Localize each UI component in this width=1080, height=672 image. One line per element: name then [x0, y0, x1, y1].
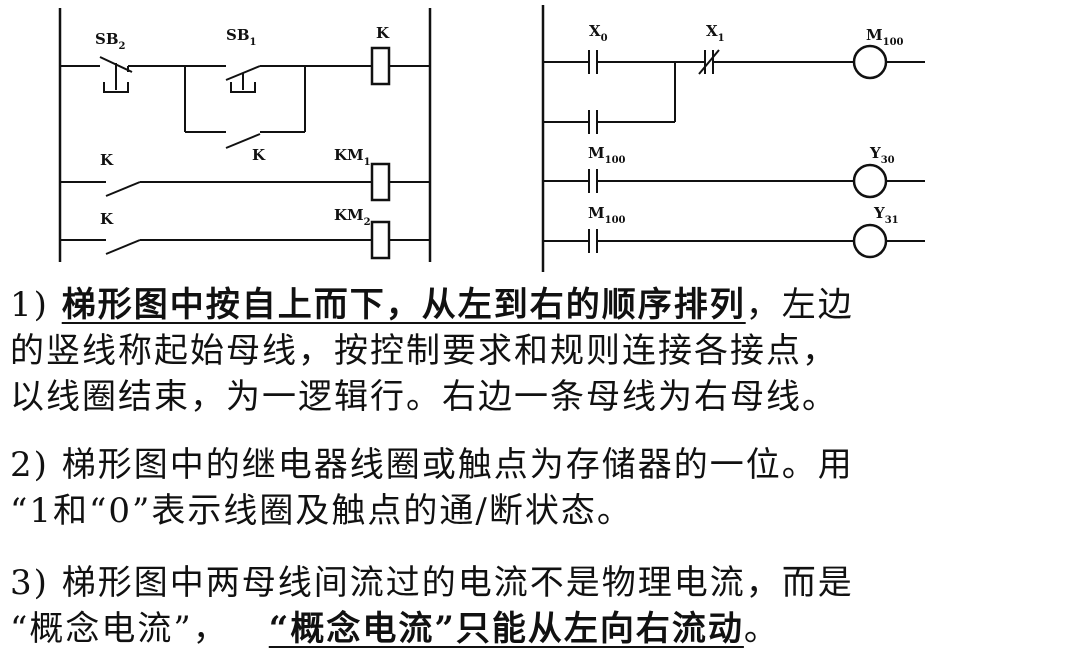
km1-coil [370, 162, 391, 202]
sb2-label: SB2 [95, 30, 126, 52]
x0-label: X0 [589, 22, 608, 44]
m100-label-3: M100 [588, 204, 626, 226]
m100-contact-2 [588, 169, 598, 193]
m100-contact-3 [588, 229, 598, 253]
plc-rung-3: M100 Y31 [543, 204, 925, 259]
rung-1: SB2 SB1 K K [60, 24, 430, 164]
note-3-line-2: “概念电流”，“概念电流”只能从左向右流动。 [10, 609, 780, 649]
plc-ladder-diagram: X0 X1 M100 M100 Y30 [541, 5, 925, 272]
sb1-start-button [225, 65, 261, 93]
note-1-line-1: 1) 梯形图中按自上而下，从左到右的顺序排列，左边 [10, 285, 854, 325]
k-contact-label-2: K [100, 151, 114, 169]
km1-label: KM1 [334, 146, 371, 168]
note-3-line-1: 3) 梯形图中两母线间流过的电流不是物理电流，而是 [10, 563, 854, 603]
y30-label: Y30 [869, 144, 895, 166]
m100-label-2: M100 [588, 144, 626, 166]
km2-label: KM2 [334, 206, 371, 228]
explanation-notes: 1) 梯形图中按自上而下，从左到右的顺序排列，左边 的竖线称起始母线，按控制要求… [0, 278, 1080, 672]
note-1-underlined: 梯形图中按自上而下，从左到右的顺序排列 [61, 285, 746, 325]
rung-2: K KM1 [60, 146, 430, 202]
ladder-diagrams: SB2 SB1 K K K KM1 K KM2 [58, 5, 925, 272]
k-contact-label-3: K [100, 210, 114, 228]
plc-rung-1: X0 X1 M100 [543, 22, 925, 134]
note-3-underlined: “概念电流”只能从左向右流动 [268, 609, 744, 649]
relay-control-circuit: SB2 SB1 K K K KM1 K KM2 [58, 8, 432, 262]
x0-contact [588, 50, 598, 74]
x1-label: X1 [706, 22, 725, 44]
y31-label: Y31 [873, 204, 899, 226]
k-holding-contact [184, 66, 306, 149]
note-2-line-1: 2) 梯形图中的继电器线圈或触点为存储器的一位。用 [10, 445, 854, 485]
y30-coil [852, 163, 888, 199]
m100-coil [852, 44, 888, 80]
note-1-line-2: 的竖线称起始母线，按控制要求和规则连接各接点， [10, 331, 838, 371]
rung-3: K KM2 [60, 206, 430, 260]
plc-rung-2: M100 Y30 [543, 144, 925, 199]
k-coil-label: K [376, 24, 390, 42]
sb2-stop-button [99, 56, 133, 93]
y31-coil [852, 223, 888, 259]
k-coil [370, 46, 391, 86]
m100-coil-label: M100 [866, 26, 904, 48]
note-2-line-2: “1和“0”表示线圈及触点的通/断状态。 [10, 491, 633, 531]
sb1-label: SB1 [226, 26, 256, 48]
k-hold-label: K [252, 146, 266, 164]
m100-seal-in-contact [543, 62, 676, 134]
km2-coil [370, 220, 391, 260]
note-1-line-3: 以线圈结束，为一逻辑行。右边一条母线为右母线。 [10, 377, 838, 417]
